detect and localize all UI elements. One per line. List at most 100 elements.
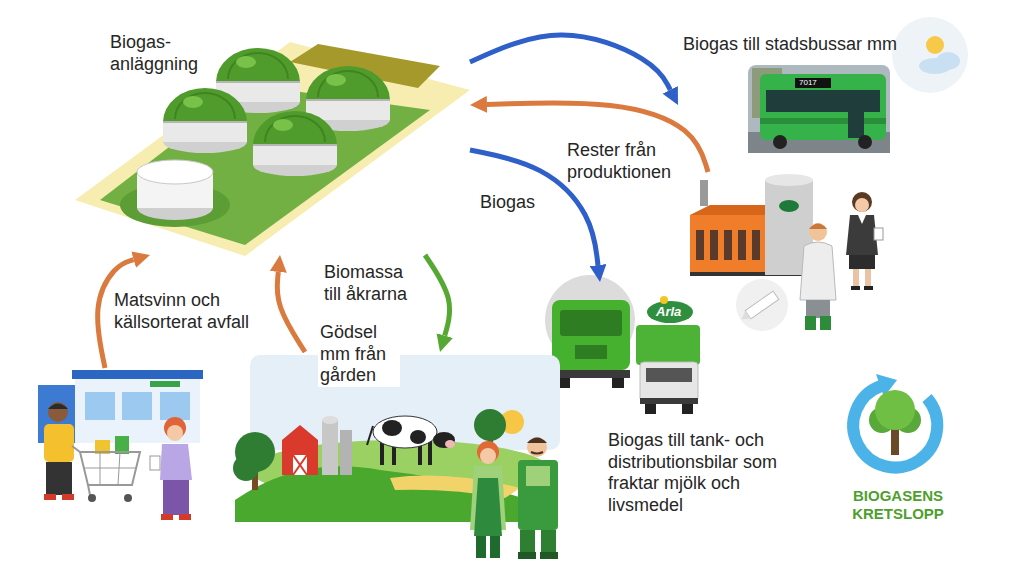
biogas-plant xyxy=(175,93,235,119)
biogas-plant xyxy=(75,42,470,256)
distribution-trucks xyxy=(646,368,692,382)
farm xyxy=(293,455,307,475)
food-factory xyxy=(851,286,860,290)
food-factory xyxy=(765,174,813,186)
distribution-trucks xyxy=(545,275,700,414)
biogas-plant xyxy=(253,111,337,145)
distribution-trucks xyxy=(552,370,630,378)
farm xyxy=(518,460,558,530)
biogas-plant xyxy=(306,99,390,101)
food-factory xyxy=(865,269,871,287)
food-factory xyxy=(690,174,883,331)
distribution-trucks xyxy=(660,296,668,304)
food-factory xyxy=(809,224,827,230)
biogas-plant: Biogas- anläggning xyxy=(75,30,470,255)
food-factory xyxy=(738,230,746,260)
food-factory xyxy=(800,242,836,300)
grocery-store xyxy=(38,370,203,520)
grocery-store xyxy=(179,514,191,520)
food-factory xyxy=(690,215,768,275)
farm xyxy=(540,552,558,559)
food-factory xyxy=(736,279,788,331)
biogas-plant xyxy=(326,74,346,86)
grocery-store xyxy=(36,368,206,528)
biogas-plant xyxy=(163,88,247,122)
farm xyxy=(480,448,496,464)
food-factory xyxy=(690,205,768,215)
biogas-plant xyxy=(183,96,203,108)
grocery-store xyxy=(150,381,180,387)
farm xyxy=(477,441,499,463)
grocery-store xyxy=(167,425,183,441)
cycle-logo xyxy=(853,374,937,468)
food-factory xyxy=(855,198,869,212)
biogas-plant xyxy=(273,119,293,131)
distribution-trucks xyxy=(640,362,698,402)
grocery-store xyxy=(150,456,160,470)
food-factory xyxy=(806,300,830,318)
farm xyxy=(526,466,550,486)
city-bus xyxy=(892,17,968,93)
cycle-logo xyxy=(875,390,915,430)
node-label: Biogas till tank- och distributionsbilar… xyxy=(608,430,798,516)
grocery-store xyxy=(160,392,190,420)
food-factory xyxy=(724,230,732,260)
food-factory xyxy=(752,230,760,260)
grocery-store xyxy=(88,494,96,502)
node-label: Biogas till stadsbussar mm xyxy=(683,34,897,56)
farm xyxy=(322,416,338,424)
grocery-store xyxy=(48,402,68,422)
grocery-store xyxy=(80,452,140,485)
food-factory xyxy=(688,172,883,332)
biogas-plant xyxy=(306,66,390,100)
grocery-store xyxy=(161,514,173,520)
food-factory xyxy=(779,200,799,212)
city-bus xyxy=(748,65,890,153)
biogas-plant xyxy=(253,145,337,165)
farm xyxy=(518,552,536,559)
city-bus xyxy=(848,90,864,138)
biogas-plant xyxy=(253,144,337,146)
grocery-store xyxy=(88,485,90,495)
grocery-store xyxy=(85,392,115,420)
farm xyxy=(433,432,455,448)
cycle-logo: BIOGASENS KRETSLOPP xyxy=(838,375,963,535)
farm xyxy=(293,455,307,475)
city-bus xyxy=(926,36,944,54)
farm xyxy=(476,536,486,558)
grocery-store xyxy=(122,392,152,420)
food-factory xyxy=(739,311,751,324)
city-bus: Biogas till stadsbussar mm7017 xyxy=(678,30,968,155)
biogas-plant xyxy=(75,42,470,256)
food-factory xyxy=(809,223,827,241)
biogas-plant xyxy=(265,116,325,142)
food-factory xyxy=(858,215,866,224)
farm xyxy=(445,440,455,448)
brand-logo-text: Arla xyxy=(656,304,681,320)
farm xyxy=(474,409,506,441)
farm xyxy=(490,536,500,558)
flow-arrow xyxy=(425,255,450,336)
distribution-trucks xyxy=(640,398,698,404)
flow-arrow xyxy=(470,35,670,90)
biogas-plant xyxy=(236,56,256,68)
food-factory xyxy=(700,180,708,206)
food-factory xyxy=(853,269,859,287)
grocery-store xyxy=(44,494,56,500)
farm xyxy=(520,530,535,552)
distribution-trucks: ArlaBiogas till tank- och distributionsb… xyxy=(546,282,841,527)
food-factory xyxy=(864,286,873,290)
biogas-plant xyxy=(216,81,300,83)
grocery-store xyxy=(75,378,200,443)
food-factory xyxy=(849,255,875,269)
flow-label: Rester från produktionen xyxy=(565,140,681,183)
flow-arrow xyxy=(277,272,305,352)
flow-label: Biogas xyxy=(478,192,537,214)
farm xyxy=(541,530,556,552)
city-bus xyxy=(858,135,872,149)
distribution-trucks xyxy=(682,404,693,414)
cycle-logo xyxy=(853,386,937,468)
farm xyxy=(373,416,437,448)
